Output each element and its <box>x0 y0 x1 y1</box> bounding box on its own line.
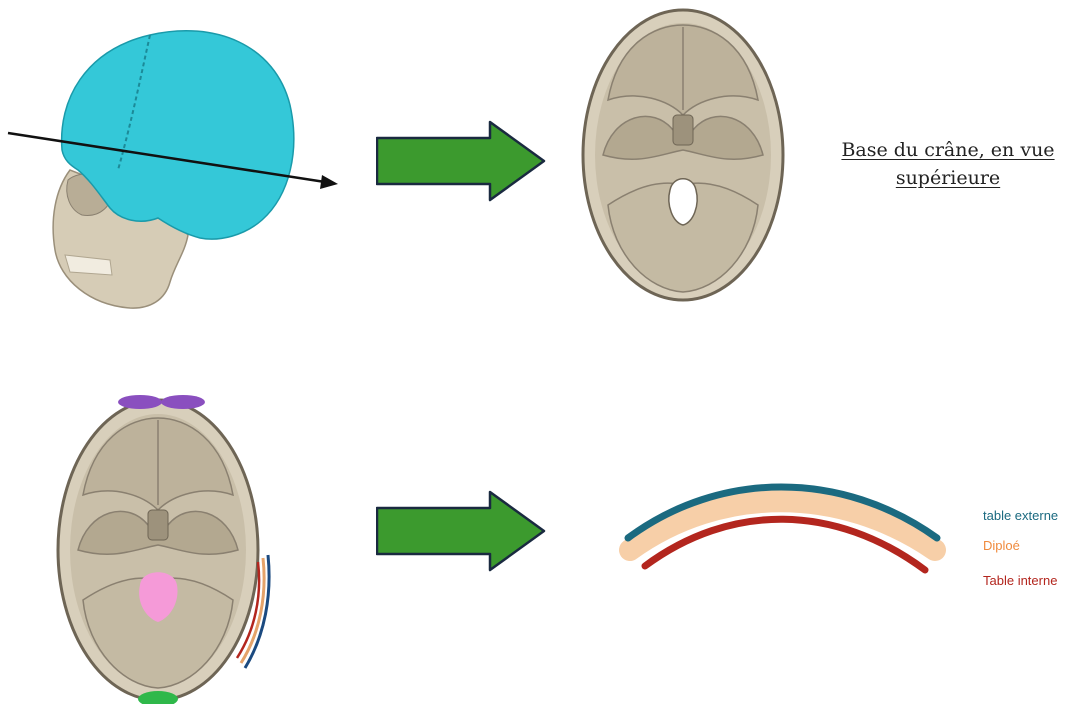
caption: Base du crâne, en vue supérieure <box>838 136 1058 192</box>
highlight-frontal-left <box>118 395 162 409</box>
transition-arrow-bottom <box>376 490 548 572</box>
highlight-frontal-right <box>161 395 205 409</box>
skull-base-superior-view <box>578 5 788 305</box>
legend-table-externe: table externe <box>983 508 1058 523</box>
legend-diploe: Diploé <box>983 538 1020 553</box>
transition-arrow-top <box>376 120 548 202</box>
caption-line-1: Base du crâne, en vue <box>838 136 1058 164</box>
skull-lateral-illustration <box>0 20 345 320</box>
bone-layers-diagram <box>610 465 955 590</box>
skull-base-highlighted <box>40 390 290 704</box>
legend-table-interne: Table interne <box>983 573 1057 588</box>
sella-turcica <box>673 115 693 145</box>
caption-line-2: supérieure <box>838 164 1058 192</box>
cut-line-arrowhead <box>320 175 338 189</box>
